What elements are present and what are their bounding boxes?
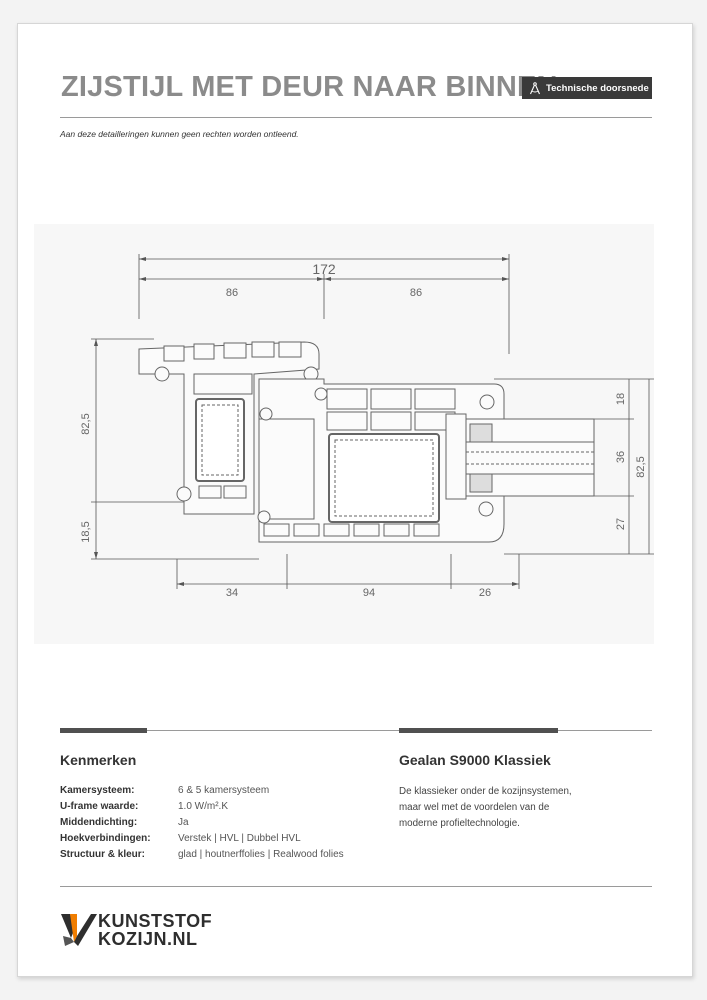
dim-bottom-right: 26	[479, 587, 491, 599]
dim-right-mid: 36	[615, 451, 627, 463]
spec-value: 6 & 5 kamersysteem	[178, 785, 270, 796]
spec-label: Hoekverbindingen:	[60, 833, 151, 844]
product-description-line: maar wel met de voordelen van de	[399, 802, 550, 813]
dim-right-width: 86	[410, 287, 422, 299]
logo-text-line1: KUNSTSTOF	[98, 911, 213, 931]
technical-drawing: 172 86 86 82,5 18,5 34 94 26 18 36 27 82…	[34, 224, 654, 644]
features-title: Kenmerken	[60, 752, 137, 768]
product-accent-bar	[399, 728, 558, 733]
company-logo: KUNSTSTOF KOZIJN.NL	[61, 910, 231, 950]
dim-left-height-top: 82,5	[80, 413, 92, 434]
product-description: De klassieker onder de kozijnsystemen, m…	[399, 784, 599, 832]
features-accent-bar	[60, 728, 147, 733]
dim-total-width: 172	[312, 261, 336, 277]
page-title: ZIJSTIJL MET DEUR NAAR BINNEN	[61, 71, 558, 103]
logo-text-line2: KOZIJN.NL	[98, 929, 198, 949]
footer-rule	[60, 886, 652, 887]
spec-label: Kamersysteem:	[60, 785, 135, 796]
spec-label: Middendichting:	[60, 817, 138, 828]
dim-right-top: 18	[615, 393, 627, 405]
product-title: Gealan S9000 Klassiek	[399, 752, 551, 768]
dim-left-width: 86	[226, 287, 238, 299]
section-rule	[60, 730, 652, 731]
dim-right-bottom: 27	[615, 518, 627, 530]
spec-value: 1.0 W/m².K	[178, 801, 229, 812]
header-rule	[60, 117, 652, 118]
spec-label: Structuur & kleur:	[60, 849, 146, 860]
dim-left-height-bottom: 18,5	[80, 521, 92, 542]
product-description-line: De klassieker onder de kozijnsystemen,	[399, 786, 572, 797]
page-sheet: ZIJSTIJL MET DEUR NAAR BINNEN Technische…	[17, 23, 693, 977]
dim-bottom-left: 34	[226, 587, 238, 599]
badge-label: Technische doorsnede	[546, 82, 649, 94]
spec-label: U-frame waarde:	[60, 801, 139, 812]
product-description-line: moderne profieltechnologie.	[399, 818, 520, 829]
logo-check-icon	[61, 914, 97, 946]
spec-value: Verstek | HVL | Dubbel HVL	[178, 833, 301, 844]
spec-value: glad | houtnerffolies | Realwood folies	[178, 849, 344, 860]
compass-icon	[529, 81, 541, 94]
dim-right-total: 82,5	[635, 456, 647, 477]
spec-value: Ja	[178, 817, 189, 828]
dim-bottom-mid: 94	[363, 587, 375, 599]
cross-section-drawing: 172 86 86 82,5 18,5 34 94 26 18 36 27 82…	[80, 254, 654, 599]
disclaimer-text: Aan deze detailleringen kunnen geen rech…	[60, 129, 299, 139]
technical-section-badge: Technische doorsnede	[522, 77, 652, 99]
